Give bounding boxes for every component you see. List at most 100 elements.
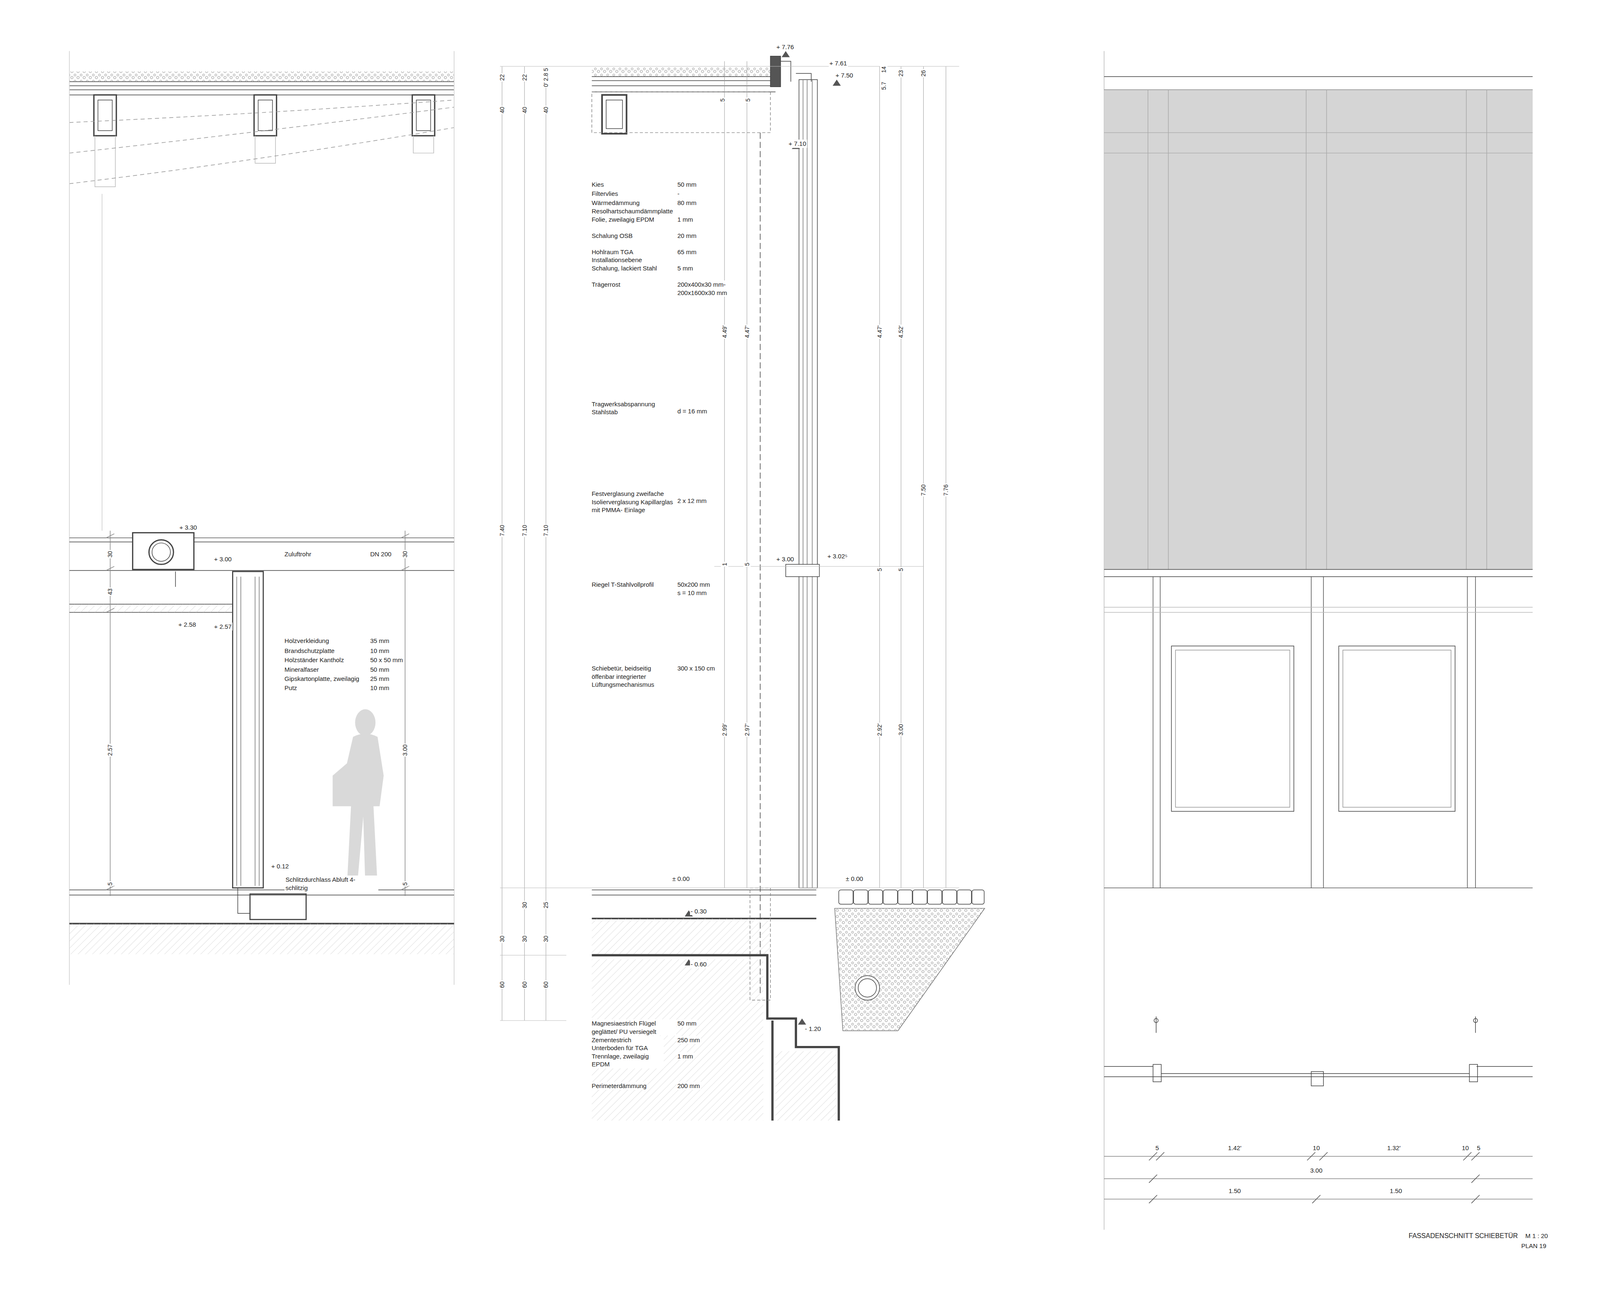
drawing-label: 5	[1475, 1143, 1481, 1153]
drawing-label: 22	[520, 73, 529, 82]
drawing-label: 50 x 50 mm	[369, 655, 404, 665]
drawing-label: - 0.60	[690, 960, 708, 969]
drawing-label: 22	[498, 73, 506, 82]
drawing-label: 1.32'	[1386, 1143, 1402, 1153]
person-silhouette	[332, 709, 384, 886]
drawing-label: 30	[106, 550, 114, 559]
drawing-label: Mineralfaser	[283, 665, 320, 674]
drawing-label: 300 x 150 cm	[676, 664, 716, 673]
drawing-label: -	[676, 189, 681, 198]
drawing-label: 25	[542, 900, 550, 910]
drawing-label: 5	[897, 567, 905, 573]
drawing-label: 7.50	[919, 483, 928, 497]
drawing-label: 4.49'	[720, 324, 729, 339]
drawing-label: Magnesiaestrich Flügel geglättet/ PU ver…	[590, 1019, 677, 1036]
drawing-label: Schalung, lackiert Stahl	[590, 264, 664, 273]
drawing-label: 26	[919, 69, 928, 78]
drawing-label: 3.00	[897, 722, 905, 736]
drawing-label: + 7.61	[828, 59, 848, 68]
drawing-label: Kies	[590, 180, 605, 189]
drawing-label: 1	[720, 561, 729, 567]
drawing-label: 50x200 mm s = 10 mm	[676, 580, 713, 597]
drawing-label: Riegel T-Stahlvollprofil	[590, 580, 664, 589]
drawing-label: 5	[875, 567, 884, 573]
drawing-label: 2.99'	[720, 722, 729, 737]
drawing-label: 30	[520, 934, 529, 943]
drawing-label: 50 mm	[369, 665, 391, 674]
drawing-label: Brandschutzplatte	[283, 646, 336, 655]
drawing-label: 10 mm	[369, 683, 391, 693]
drawing-label: 23	[897, 69, 905, 78]
drawing-label: Trägerrost	[590, 280, 622, 289]
drawing-label: 14	[880, 65, 888, 74]
drawing-label: 1.50	[1389, 1186, 1403, 1195]
drawing-label: 4.47'	[875, 324, 884, 339]
drawing-label: 2.57	[106, 743, 114, 757]
drawing-label: Filtervlies	[590, 189, 619, 198]
drawing-label: 1 mm	[676, 215, 695, 224]
drawing-label: 4.47'	[743, 324, 751, 339]
drawing-label: 7.10	[520, 524, 529, 538]
drawing-label: 50 mm	[676, 1019, 698, 1028]
drawing-label: 10	[1312, 1143, 1321, 1153]
drawing-label: 1 mm	[676, 1052, 695, 1061]
drawing-label: Putz	[283, 683, 298, 693]
drawing-label: Perimeterdämmung	[590, 1081, 648, 1090]
drawing-label: 0' 2.8 5	[542, 67, 550, 88]
drawing-label: 5	[1154, 1143, 1160, 1153]
drawing-label: 50 mm	[676, 180, 698, 189]
drawing-label: DN 200	[369, 550, 393, 559]
drawing-label: 3.00	[401, 743, 409, 757]
drawing-label: + 0.12	[270, 862, 290, 871]
drawing-label: M 1 : 20	[1524, 1231, 1549, 1240]
drawing-label: Festverglasung zweifache Isolierverglasu…	[590, 489, 677, 515]
drawing-label: 30	[542, 934, 550, 943]
drawing-label: 10	[1460, 1143, 1470, 1153]
drawing-label: 3.00	[1309, 1166, 1324, 1175]
drawing-label: + 2.58	[177, 620, 197, 629]
drawing-label: Schlitzdurchlass Abluft 4- schlitzig	[284, 875, 378, 892]
drawing-label: Folie, zweilagig EPDM	[590, 215, 664, 224]
drawing-label: 35 mm	[369, 636, 391, 645]
drawing-label: 2 x 12 mm	[676, 496, 708, 505]
drawing-label: 30	[520, 900, 529, 910]
drawing-label: 25 mm	[369, 674, 391, 683]
drawing-label: + 3.02⁵	[826, 552, 849, 561]
drawing-label: + 7.76	[775, 42, 795, 52]
drawing-label: 65 mm	[676, 247, 698, 257]
drawing-label: 7.40	[498, 524, 506, 538]
drawing-label: Zementestrich Unterboden für TGA	[590, 1035, 664, 1053]
drawing-label: 200 mm	[676, 1081, 701, 1090]
drawing-label: 60	[498, 980, 506, 989]
drawing-label: Gipskartonplatte, zweilagig	[283, 674, 360, 683]
drawing-label: 43	[106, 587, 114, 597]
drawing-label: + 3.30	[178, 523, 198, 532]
plan-caption: FASSADENSCHNITT SCHIEBETÜR	[1407, 1231, 1519, 1241]
drawing-label: 80 mm	[676, 198, 698, 208]
drawing-label: + 2.57	[213, 622, 233, 631]
drawing-label: d = 16 mm	[676, 407, 708, 416]
drawing-label: ± 0.00	[671, 874, 691, 883]
drawing-label: Schalung OSB	[590, 231, 654, 240]
drawing-label: + 7.10	[787, 139, 808, 148]
drawing-label: 60	[520, 980, 529, 989]
drawing-label: ± 0.00	[845, 874, 865, 883]
drawing-label: Hohlraum TGA Installationsebene	[590, 247, 677, 265]
drawing-label: 5	[718, 97, 727, 103]
drawing-label: + 7.50	[834, 71, 854, 80]
drawing-label: Schiebetür, beidseitig öffenbar integrie…	[590, 664, 677, 689]
drawing-label: Zuluftrohr	[283, 550, 313, 559]
drawing-label: 60	[542, 980, 550, 989]
drawing-label: 20 mm	[676, 231, 698, 240]
drawing-label: - 0.30	[690, 907, 708, 916]
drawing-label: PLAN 19	[1520, 1241, 1548, 1250]
drawing-label: 1.50	[1227, 1186, 1242, 1195]
drawing-label: 30	[401, 550, 409, 559]
drawing-label: 40	[498, 106, 506, 115]
drawing-label: 5.7	[880, 80, 888, 91]
drawing-label: 2.92'	[875, 722, 884, 737]
drawing-label: 5	[401, 881, 409, 887]
drawing-label: 200x400x30 mm- 200x1600x30 mm	[676, 280, 738, 297]
drawing-label: 4.52'	[897, 324, 905, 339]
drawing-label: 7.10	[542, 524, 550, 538]
